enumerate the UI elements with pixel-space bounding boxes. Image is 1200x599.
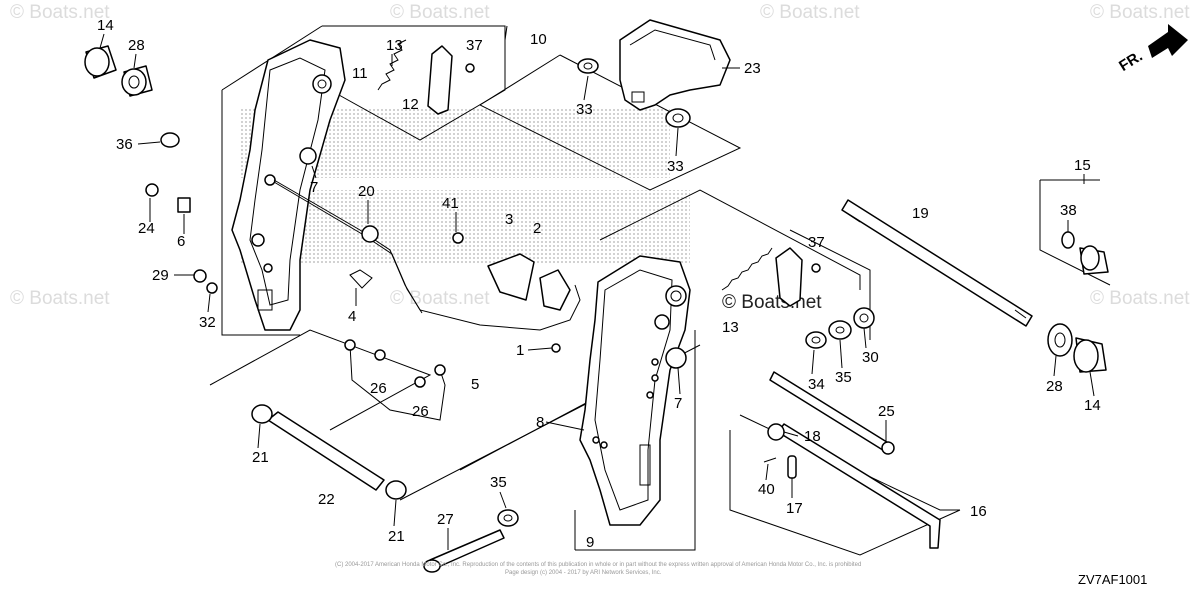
callout-label: 13: [386, 37, 403, 54]
leader-lines: [99, 33, 1095, 550]
watermark: © Boats.net: [760, 2, 860, 23]
watermark: © Boats.net: [1090, 2, 1190, 23]
ground-cable: [344, 339, 446, 421]
link-plates: [427, 45, 821, 307]
callout-label: 10: [530, 31, 547, 48]
callout-label: 7: [674, 395, 682, 412]
callout-label: 29: [152, 267, 169, 284]
callout-label: 37: [808, 234, 825, 251]
callout-label: 26: [412, 403, 429, 420]
callout-label: 12: [402, 96, 419, 113]
callout-label: 35: [835, 369, 852, 386]
callout-label: 14: [1084, 397, 1101, 414]
callout-label: 5: [471, 376, 479, 393]
callout-label: 24: [138, 220, 155, 237]
diagram-code: ZV7AF1001: [1078, 572, 1147, 587]
front-direction-label: FR.: [1116, 48, 1146, 75]
callout-label: 13: [722, 319, 739, 336]
callout-label: 30: [862, 349, 879, 366]
callout-label: 38: [1060, 202, 1077, 219]
right-stern-bracket: [579, 255, 691, 526]
watermark: © Boats.net: [10, 2, 110, 23]
callout-label: 4: [348, 308, 356, 325]
callout-label: 9: [586, 534, 594, 551]
watermark: © Boats.net: [390, 288, 490, 309]
cap-nut-left: [84, 45, 153, 97]
watermark: © Boats.net: [390, 2, 490, 23]
callout-label: 40: [758, 481, 775, 498]
long-bolt: [423, 529, 505, 573]
washers: [577, 58, 691, 128]
callout-label: 34: [808, 376, 825, 393]
wiring: [273, 179, 581, 331]
watermark: © Boats.net: [722, 292, 822, 313]
bracket-top-part: [619, 19, 731, 111]
callout-label: 1: [516, 342, 524, 359]
callout-label: 21: [388, 528, 405, 545]
callout-label: 22: [318, 491, 335, 508]
callout-label: 28: [128, 37, 145, 54]
callout-label: 33: [667, 158, 684, 175]
callout-labels: 14 28 13 37 10 11 12 36 7 20 24 6 41 3 2…: [97, 17, 1101, 551]
callout-label: 18: [804, 428, 821, 445]
callout-label: 41: [442, 195, 459, 212]
callout-label: 19: [912, 205, 929, 222]
front-direction-arrow: FR.: [1116, 24, 1188, 75]
springs: [377, 39, 773, 291]
callout-label: 11: [352, 65, 368, 82]
copyright-notice: Page design (c) 2004 - 2017 by ARI Netwo…: [505, 570, 662, 576]
callout-label: 20: [358, 183, 375, 200]
left-stern-bracket: [231, 39, 346, 331]
small-fasteners: [145, 132, 687, 388]
washer-35: [497, 509, 519, 527]
callout-label: 7: [310, 179, 318, 196]
callout-label: 33: [576, 101, 593, 118]
washers-right: [805, 307, 875, 349]
shaft: [251, 404, 407, 500]
callout-label: 25: [878, 403, 895, 420]
callout-label: 15: [1074, 157, 1091, 174]
footer: (C) 2004-2017 American Honda Motor Co., …: [335, 562, 1147, 587]
bent-rod: [767, 423, 941, 549]
callout-label: 36: [116, 136, 133, 153]
callout-label: 8: [536, 414, 544, 431]
callout-label: 16: [970, 503, 987, 520]
callout-label: 21: [252, 449, 269, 466]
callout-label: 23: [744, 60, 761, 77]
callout-label: 35: [490, 474, 507, 491]
callout-label: 17: [786, 500, 803, 517]
right-end-hardware: [1047, 231, 1109, 373]
switch-assembly: [487, 253, 571, 311]
callout-label: 26: [370, 380, 387, 397]
pins: [763, 455, 797, 479]
watermark: © Boats.net: [10, 288, 110, 309]
callout-label: 32: [199, 314, 216, 331]
callout-label: 14: [97, 17, 114, 34]
callout-label: 37: [466, 37, 483, 54]
callout-label: 2: [533, 220, 541, 237]
callout-label: 28: [1046, 378, 1063, 395]
rod-25: [769, 371, 895, 455]
watermark: © Boats.net: [1090, 288, 1190, 309]
tilt-tube: [841, 199, 1033, 327]
callout-label: 27: [437, 511, 454, 528]
copyright-notice: (C) 2004-2017 American Honda Motor Co., …: [335, 562, 861, 568]
callout-label: 6: [177, 233, 185, 250]
callout-label: 3: [505, 211, 513, 228]
